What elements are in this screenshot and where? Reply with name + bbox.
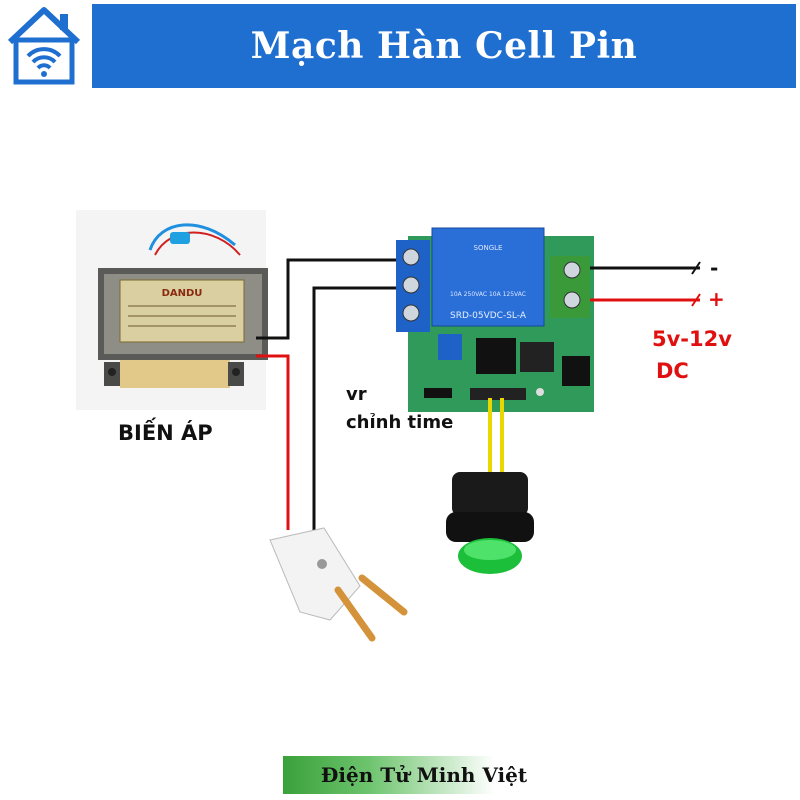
header: Mạch Hàn Cell Pin	[0, 0, 800, 92]
transformer-label: BIẾN ÁP	[118, 417, 213, 445]
push-button	[446, 472, 534, 574]
positive-terminal-label: +	[708, 287, 725, 311]
vr-label: vr	[346, 384, 367, 405]
title-banner: Mạch Hàn Cell Pin	[92, 4, 796, 88]
wiring-diagram: DANDU BIẾN ÁP SONGLE 10A 250VAC 10A 125V…	[76, 210, 732, 642]
wire-black-lower	[312, 286, 412, 530]
footer-brand: Điện Tử Minh Việt	[320, 763, 528, 787]
adjust-time-label: chỉnh time	[346, 412, 453, 433]
wifi-house-icon	[4, 4, 84, 86]
negative-terminal-label: -	[710, 256, 718, 280]
relay-module: SONGLE 10A 250VAC 10A 125VAC SRD-05VDC-S…	[396, 227, 594, 412]
footer-brand-bar: Điện Tử Minh Việt	[283, 756, 565, 794]
transformer: DANDU	[76, 210, 268, 410]
voltage-label: 5v-12v	[652, 327, 732, 351]
svg-text:SONGLE: SONGLE	[474, 244, 503, 252]
wire-red-plug	[256, 354, 290, 530]
wire-black-upper	[256, 258, 412, 340]
relay-model-text: SRD-05VDC-SL-A	[450, 311, 527, 321]
page-title: Mạch Hàn Cell Pin	[250, 25, 638, 67]
power-plug	[269, 527, 408, 642]
dc-label: DC	[656, 359, 689, 383]
transformer-plate-text: DANDU	[162, 288, 203, 299]
svg-text:10A 250VAC 10A 125VAC: 10A 250VAC 10A 125VAC	[450, 291, 526, 298]
